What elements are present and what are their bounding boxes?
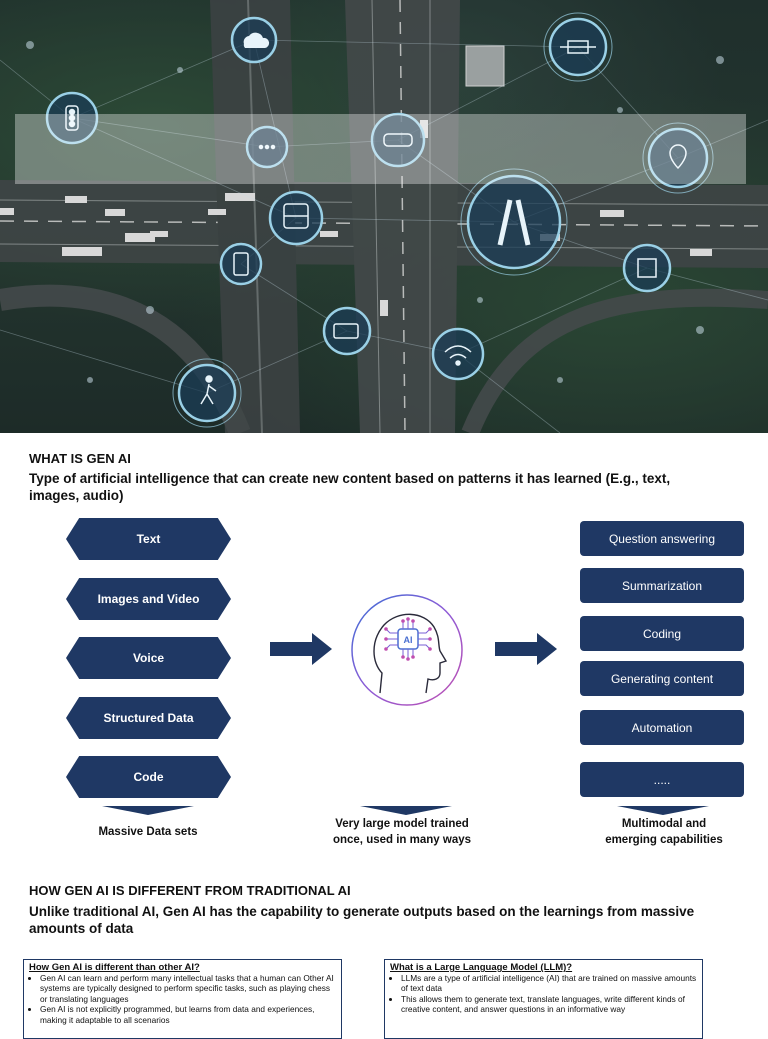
caption-capabilities-line1: Multimodal and xyxy=(621,818,707,830)
section-heading: WHAT IS GEN AI xyxy=(29,451,131,466)
section-subheading: Unlike traditional AI, Gen AI has the ca… xyxy=(29,904,695,936)
caption-capabilities: Multimodal and emerging capabilities xyxy=(584,816,744,848)
list-item: This allows them to generate text, trans… xyxy=(401,994,697,1015)
chip-icon xyxy=(622,243,672,293)
car-icon xyxy=(370,112,426,168)
chevron-down-icon xyxy=(102,806,194,815)
caption-model-line1: Very large model trained xyxy=(335,818,469,830)
hero-image xyxy=(0,0,768,433)
ai-head-icon: AI xyxy=(351,594,463,706)
output-automation: Automation xyxy=(580,710,744,745)
smart-city-illustration xyxy=(0,0,768,433)
output-question-answering: Question answering xyxy=(580,521,744,556)
battery-icon xyxy=(322,306,372,356)
input-structured-data: Structured Data xyxy=(66,697,231,739)
caption-model: Very large model trained once, used in m… xyxy=(312,816,492,848)
output-coding: Coding xyxy=(580,616,744,651)
input-voice: Voice xyxy=(66,637,231,679)
section-subheading: Type of artificial intelligence that can… xyxy=(29,471,671,503)
output-more: ..... xyxy=(580,762,744,797)
info-box-gen-ai: How Gen AI is different than other AI? G… xyxy=(23,959,342,1039)
ai-chip-label: AI xyxy=(404,635,413,645)
phone-icon xyxy=(219,242,263,286)
caption-data-sets: Massive Data sets xyxy=(98,826,198,838)
list-item: Gen AI can learn and perform many intell… xyxy=(40,973,336,1004)
arrow-right-icon xyxy=(270,633,332,665)
info-box-title: How Gen AI is different than other AI? xyxy=(29,962,200,973)
output-generating-content: Generating content xyxy=(580,661,744,696)
info-box-title: What is a Large Language Model (LLM)? xyxy=(390,962,573,973)
list-item: Gen AI is not explicitly programmed, but… xyxy=(40,1004,336,1025)
list-item: LLMs are a type of artificial intelligen… xyxy=(401,973,697,994)
chevron-down-icon xyxy=(360,806,452,815)
title-banner xyxy=(15,114,746,184)
info-box-llm: What is a Large Language Model (LLM)? LL… xyxy=(384,959,703,1039)
output-summarization: Summarization xyxy=(580,568,744,603)
input-images-video: Images and Video xyxy=(66,578,231,620)
arrow-right-icon xyxy=(495,633,557,665)
chevron-down-icon xyxy=(617,806,709,815)
input-text: Text xyxy=(66,518,231,560)
caption-capabilities-line2: emerging capabilities xyxy=(605,834,723,846)
bus-icon xyxy=(268,190,324,246)
road-icon xyxy=(466,174,562,270)
input-code: Code xyxy=(66,756,231,798)
caption-model-line2: once, used in many ways xyxy=(332,834,472,846)
section-heading: HOW GEN AI IS DIFFERENT FROM TRADITIONAL… xyxy=(29,883,351,898)
location-pin-icon xyxy=(647,127,709,189)
